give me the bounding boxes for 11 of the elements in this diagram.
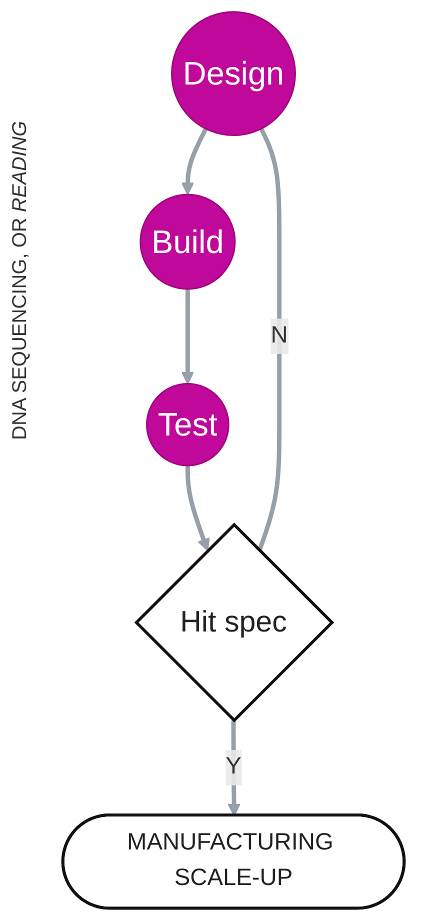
node-diamond: Hit spec bbox=[134, 522, 334, 722]
edge-label: Y bbox=[226, 754, 242, 780]
node-circle: Test bbox=[146, 382, 230, 466]
side-note: DNA SEQUENCING, OR READING bbox=[8, 120, 32, 440]
arrow bbox=[185, 466, 210, 552]
edge-label: N bbox=[270, 323, 288, 348]
connector bbox=[257, 128, 282, 552]
arrow bbox=[181, 289, 194, 384]
node-circle: Design bbox=[171, 11, 296, 136]
node-circle: Build bbox=[140, 194, 236, 290]
arrow bbox=[181, 128, 208, 196]
